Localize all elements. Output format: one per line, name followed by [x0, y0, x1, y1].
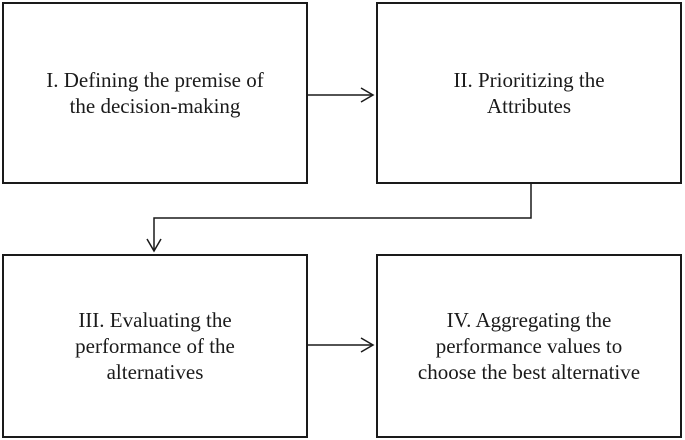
step-4-label: IV. Aggregating the performance values t… [417, 308, 641, 384]
step-2-label: II. Prioritizing the Attributes [453, 68, 605, 118]
step-3-label: III. Evaluating the performance of the a… [75, 308, 235, 384]
arrow-step2-to-step3 [146, 184, 532, 253]
step-1-box: I. Defining the premise of the decision-… [2, 2, 308, 184]
step-4-box: IV. Aggregating the performance values t… [376, 254, 682, 438]
step-3-box: III. Evaluating the performance of the a… [2, 254, 308, 438]
arrow-step3-to-step4 [308, 337, 375, 353]
step-1-label: I. Defining the premise of the decision-… [46, 68, 264, 118]
arrow-step1-to-step2 [308, 87, 375, 103]
step-2-box: II. Prioritizing the Attributes [376, 2, 682, 184]
